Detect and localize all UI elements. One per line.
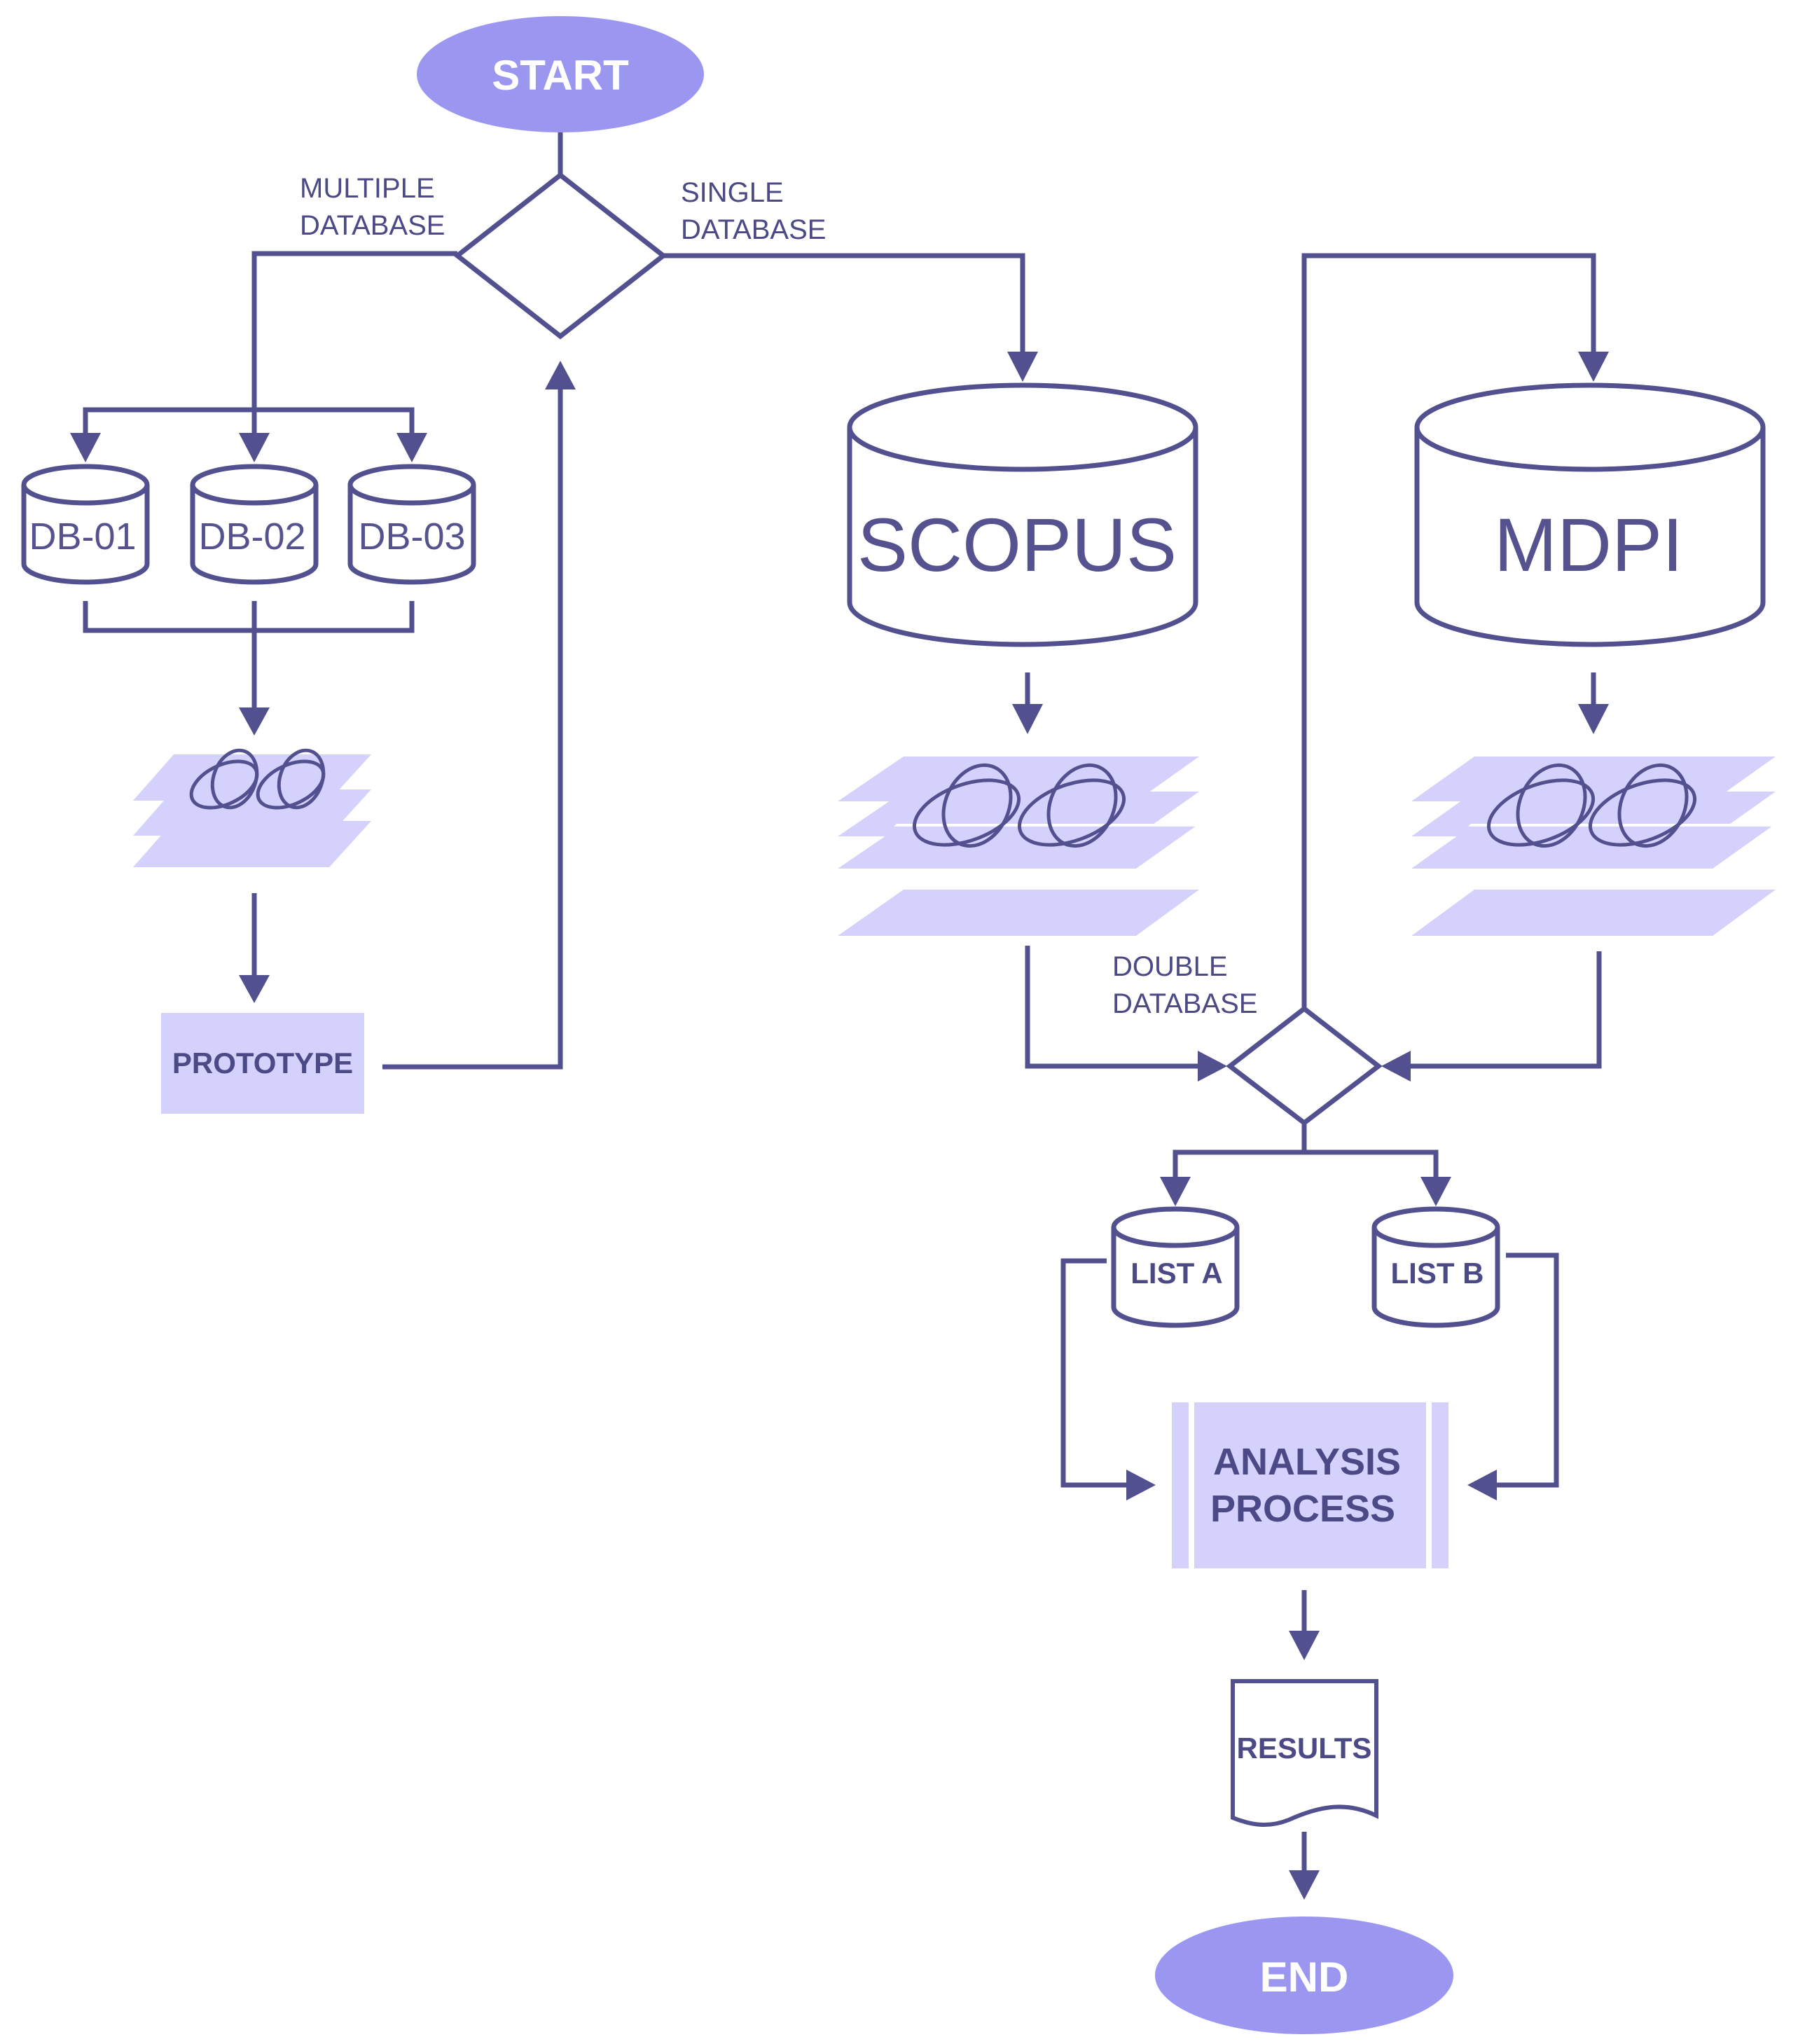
list-split-line xyxy=(1173,1149,1439,1184)
start-label: START xyxy=(492,52,629,99)
prototype-label: PROTOTYPE xyxy=(172,1047,353,1079)
arrow-to-mdpi-layers xyxy=(1578,704,1609,734)
results-label: RESULTS xyxy=(1237,1732,1372,1765)
multiple-database-label-line2: DATABASE xyxy=(300,210,445,241)
multiple-split-line xyxy=(83,407,415,441)
arrow-to-scopus xyxy=(1007,352,1038,382)
arrow-list-a-to-analysis xyxy=(1126,1470,1156,1500)
list-a-cylinder: LIST A xyxy=(1111,1206,1240,1328)
results-document: RESULTS xyxy=(1231,1679,1378,1828)
arrow-to-db02 xyxy=(239,433,270,462)
mdpi-layer-stack-icon xyxy=(1411,757,1776,936)
database-decision-diamond xyxy=(453,172,668,340)
list-b-cylinder: LIST B xyxy=(1371,1206,1500,1328)
double-database-label-line2: DATABASE xyxy=(1112,988,1257,1019)
single-database-label-line1: SINGLE xyxy=(681,177,784,208)
single-branch-line xyxy=(663,253,1025,354)
db-02-cylinder: DB-02 xyxy=(190,464,319,585)
prototype-feedback-line xyxy=(382,385,563,1070)
arrow-to-list-a xyxy=(1160,1177,1191,1206)
arrow-to-db01 xyxy=(70,433,101,462)
db-merge-line xyxy=(83,601,415,633)
end-label: END xyxy=(1260,1954,1349,2001)
db-03-cylinder: DB-03 xyxy=(347,464,476,585)
list-a-label: LIST A xyxy=(1130,1257,1222,1290)
arrow-list-b-to-analysis xyxy=(1467,1470,1497,1500)
db-01-label: DB-01 xyxy=(29,516,136,558)
double-database-label-line1: DOUBLE xyxy=(1112,951,1228,982)
arrow-scopus-to-decision xyxy=(1198,1051,1227,1082)
db-02-label: DB-02 xyxy=(198,516,305,558)
arrow-to-results xyxy=(1289,1631,1320,1660)
arrow-mdpi-to-decision xyxy=(1381,1051,1411,1082)
analysis-label-line1: ANALYSIS xyxy=(1213,1441,1401,1483)
db-01-cylinder: DB-01 xyxy=(21,464,150,585)
mdpi-label: MDPI xyxy=(1494,502,1683,587)
analysis-process-box: ANALYSIS PROCESS xyxy=(1172,1402,1448,1568)
scopus-layer-stack-icon xyxy=(838,757,1199,936)
list-b-label: LIST B xyxy=(1391,1257,1484,1290)
scopus-to-decision-line xyxy=(1025,946,1199,1069)
analysis-label-line2: PROCESS xyxy=(1210,1488,1395,1530)
arrow-to-db03 xyxy=(396,433,427,462)
start-terminal: START xyxy=(417,16,704,132)
scopus-label: SCOPUS xyxy=(857,502,1177,587)
arrow-to-decision xyxy=(545,361,576,389)
arrow-to-end xyxy=(1289,1870,1320,1900)
list-a-to-analysis-line xyxy=(1060,1258,1129,1488)
list-b-to-analysis-line xyxy=(1495,1252,1559,1488)
multiple-database-label-line1: MULTIPLE xyxy=(300,173,435,204)
mdpi-cylinder: MDPI xyxy=(1414,382,1766,647)
prototype-box: PROTOTYPE xyxy=(161,1013,364,1114)
double-database-decision-diamond xyxy=(1226,1005,1383,1126)
scopus-cylinder: SCOPUS xyxy=(847,382,1198,647)
multiple-branch-line xyxy=(251,251,457,410)
arrow-to-prototype xyxy=(239,975,270,1003)
mdpi-to-decision-line xyxy=(1409,951,1602,1069)
arrow-to-mdpi xyxy=(1578,352,1609,382)
arrow-to-multi-layers xyxy=(239,707,270,736)
arrow-to-list-b xyxy=(1420,1177,1451,1206)
end-terminal: END xyxy=(1155,1917,1453,2034)
single-database-label-line2: DATABASE xyxy=(681,214,826,245)
arrow-to-scopus-layers xyxy=(1012,704,1043,734)
multi-db-layer-stack-icon xyxy=(133,748,371,867)
db-03-label: DB-03 xyxy=(358,516,465,558)
double-database-loop-line xyxy=(1301,253,1596,1009)
